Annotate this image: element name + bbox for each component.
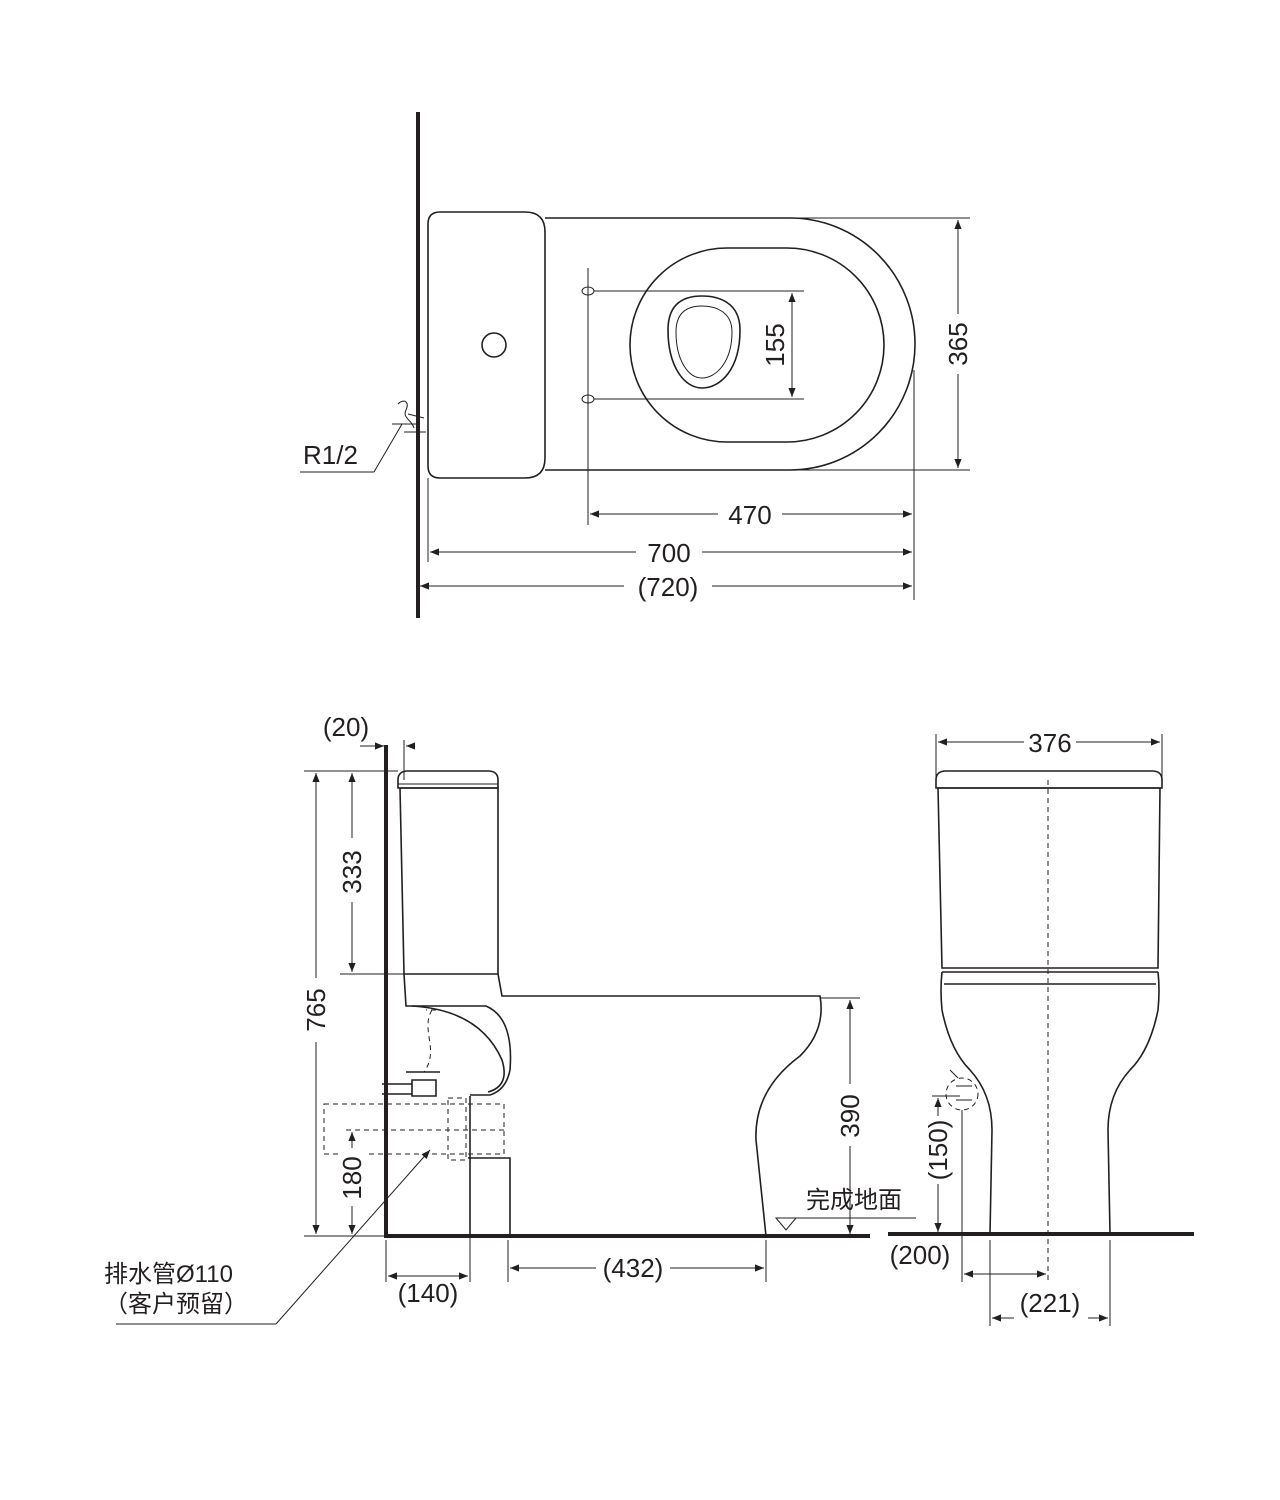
side-view: (20) 765 333 180 390	[104, 712, 916, 1325]
side-dim-390: 390	[835, 1094, 865, 1137]
top-dim-720-gap	[624, 570, 712, 600]
top-dim-720: (720)	[638, 572, 699, 602]
side-dim-765: 765	[301, 988, 331, 1031]
top-bowl-outline	[545, 217, 916, 471]
top-dim-700: 700	[647, 538, 690, 568]
front-inlet-detail	[949, 1069, 972, 1101]
front-view: 376 (150) (200) (221)	[888, 728, 1194, 1326]
inlet-label: R1/2	[303, 440, 358, 470]
front-tank-lid	[935, 770, 1163, 789]
floor-label: 完成地面	[806, 1187, 902, 1214]
side-dim-333-gap	[338, 838, 366, 902]
front-bowl-right	[1107, 971, 1160, 1235]
top-drain-inner	[675, 305, 733, 379]
top-r12-leader	[373, 423, 403, 473]
front-inlet-fitting	[945, 1077, 979, 1111]
top-drain-hole	[667, 295, 741, 389]
side-dim-140: (140)	[398, 1278, 459, 1308]
side-dim-765-gap	[302, 978, 330, 1042]
side-tank-body	[399, 787, 499, 975]
front-bowl-rim	[942, 971, 1158, 985]
front-dim-376-gap	[1024, 728, 1076, 756]
top-view: 155 365 470 700 (720) R1/2	[300, 112, 973, 618]
drain-label-line2: （客户预留）	[104, 1291, 248, 1318]
side-dim-180: 180	[337, 1156, 367, 1199]
side-dim-333: 333	[337, 850, 367, 893]
side-dim-180-gap	[338, 1148, 366, 1206]
top-dim-470-gap	[718, 498, 782, 528]
side-hose	[423, 1009, 436, 1073]
top-dim-155: 155	[760, 323, 790, 366]
side-base-front	[468, 1157, 511, 1236]
front-dim-150-gap	[924, 1116, 952, 1184]
top-tank-outline	[427, 211, 546, 479]
floor-marker-icon	[774, 1217, 798, 1231]
side-trap-curve	[411, 1005, 505, 1093]
top-inlet-hole	[481, 332, 507, 358]
side-drain-pipe	[323, 1103, 505, 1155]
top-inlet-fitting	[392, 400, 426, 433]
side-tank-lid	[397, 770, 499, 789]
front-dim-150: (150)	[923, 1120, 953, 1181]
drain-label-line1: 排水管Ø110	[104, 1261, 233, 1288]
side-bowl-outline	[403, 973, 822, 1237]
side-dim-390-gap	[836, 1084, 864, 1146]
front-dim-376: 376	[1028, 728, 1071, 758]
top-dim-365: 365	[943, 322, 973, 365]
side-dim-20: (20)	[323, 712, 369, 742]
drain-label-leader	[275, 1149, 431, 1325]
front-dim-200: (200)	[890, 1240, 951, 1270]
side-dim-432: (432)	[603, 1253, 664, 1283]
front-dim-221-gap	[1014, 1290, 1088, 1322]
side-drain-flange	[447, 1097, 467, 1161]
top-dim-365-gap	[944, 314, 972, 374]
side-dim-432-gap	[596, 1252, 670, 1282]
top-dim-700-gap	[636, 536, 702, 566]
top-seat-outline	[629, 247, 885, 443]
front-bowl-left	[940, 971, 993, 1235]
side-inlet-valve	[382, 1071, 440, 1097]
front-tank-body	[937, 787, 1161, 969]
top-dim-470: 470	[728, 500, 771, 530]
front-dim-221: (221)	[1020, 1288, 1081, 1318]
